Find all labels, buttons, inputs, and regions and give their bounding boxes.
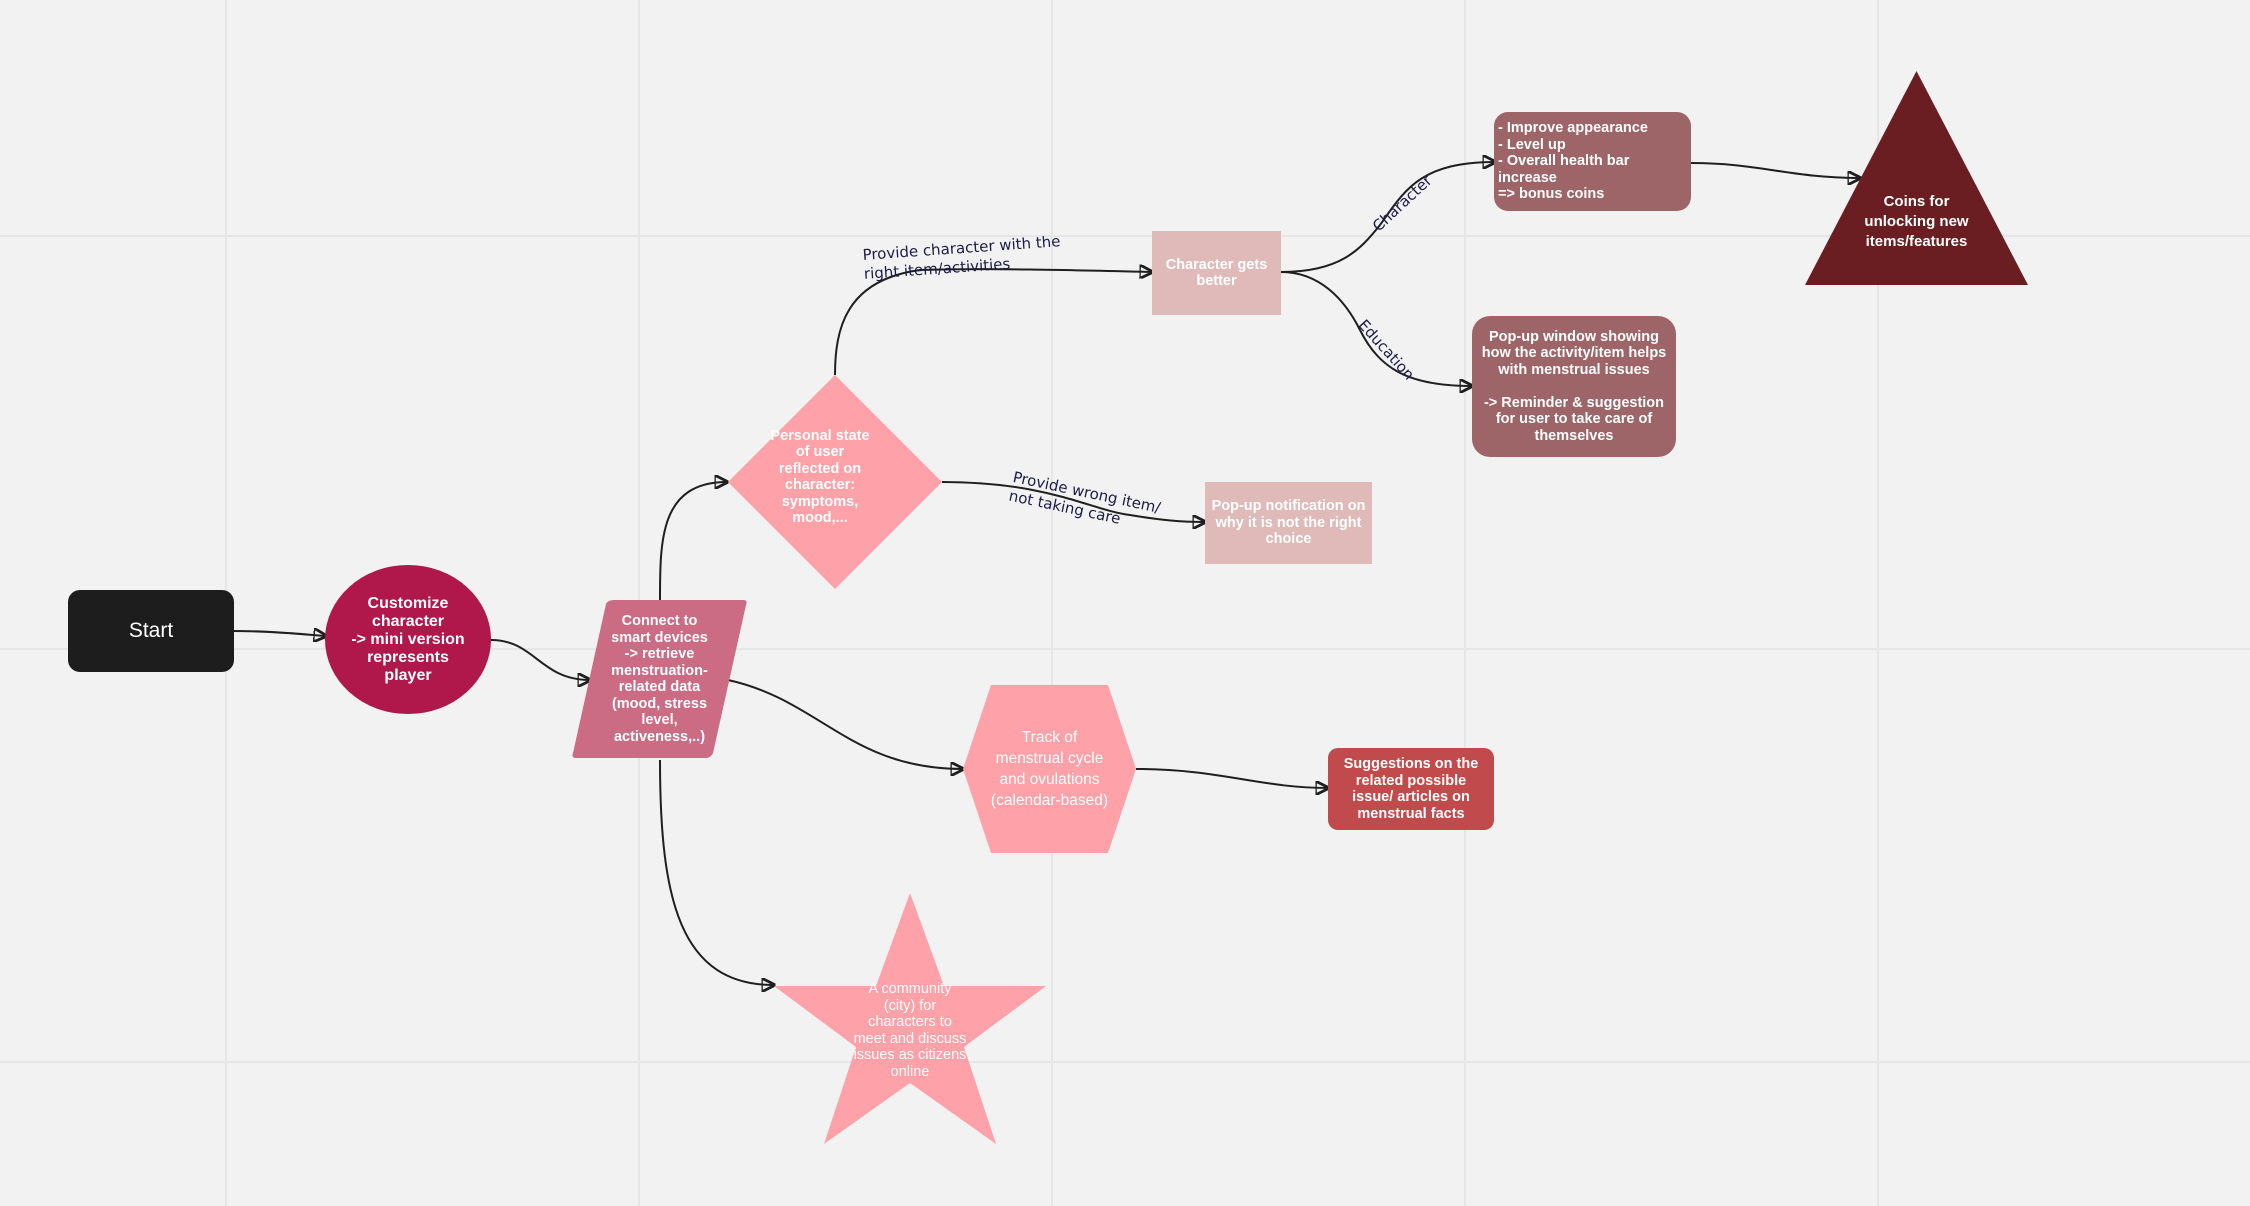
edge-personal-to-gets-better bbox=[834, 269, 1152, 376]
character-gets-better-node[interactable]: Character gets better bbox=[1152, 231, 1281, 315]
gets-better-rect bbox=[1152, 231, 1281, 315]
community-node[interactable]: A community (city) for characters to mee… bbox=[774, 893, 1046, 1144]
improve-shape bbox=[1494, 112, 1691, 211]
customize-character-node[interactable]: Customize character -> mini version repr… bbox=[325, 565, 491, 714]
track-cycle-node[interactable]: Track of menstrual cycle and ovulations … bbox=[963, 685, 1136, 853]
connect-shape bbox=[572, 600, 747, 758]
personal-shape bbox=[728, 375, 942, 589]
improve-appearance-node[interactable]: - Improve appearance - Level up - Overal… bbox=[1494, 112, 1691, 211]
community-shape bbox=[774, 893, 1046, 1144]
edge-improve-to-coins bbox=[1690, 162, 1860, 178]
start-rect bbox=[68, 590, 234, 672]
popup-window-shape bbox=[1472, 316, 1676, 457]
edge-connect-to-track bbox=[727, 679, 963, 769]
connect-parallelogram bbox=[572, 600, 747, 758]
gets-better-label: Character gets better bbox=[1165, 256, 1268, 290]
start-shape bbox=[68, 590, 234, 672]
edge-track-to-suggestions bbox=[1135, 768, 1328, 788]
edge-gets-better-to-improve bbox=[1280, 162, 1495, 273]
edge-personal-to-notification bbox=[941, 481, 1205, 522]
popup-window-node[interactable]: Pop-up window showing how the activity/i… bbox=[1472, 316, 1676, 457]
popup-notification-shape bbox=[1205, 482, 1372, 564]
edge-gets-better-to-popup bbox=[1280, 271, 1472, 386]
edge-customize-to-connect bbox=[490, 639, 590, 680]
start-node[interactable]: Start bbox=[68, 590, 234, 672]
edge-connect-to-personal bbox=[659, 482, 727, 601]
personal-diamond bbox=[728, 375, 942, 589]
track-hexagon bbox=[963, 685, 1136, 853]
improve-rect bbox=[1494, 112, 1691, 211]
gets-better-shape bbox=[1152, 231, 1281, 315]
start-label: Start bbox=[128, 618, 174, 642]
coins-node[interactable]: Coins for unlocking new items/features bbox=[1805, 71, 2028, 285]
track-shape bbox=[963, 685, 1136, 853]
suggestions-shape bbox=[1328, 748, 1494, 830]
coins-label: Coins for unlocking new items/features bbox=[1864, 193, 1969, 250]
popup-window-label: Pop-up window showing how the activity/i… bbox=[1481, 328, 1667, 444]
customize-ellipse bbox=[325, 565, 491, 714]
community-label: A community (city) for characters to mee… bbox=[853, 981, 967, 1080]
popup-notification-rect bbox=[1205, 482, 1372, 564]
suggestions-node[interactable]: Suggestions on the related possible issu… bbox=[1328, 748, 1494, 830]
connect-devices-node[interactable]: Connect to smart devices -> retrieve men… bbox=[572, 600, 747, 758]
personal-label: Personal state of user reflected on char… bbox=[770, 427, 870, 527]
customize-shape bbox=[325, 565, 491, 714]
popup-notification-node[interactable]: Pop-up notification on why it is not the… bbox=[1205, 482, 1372, 564]
customize-label: Customize character -> mini version repr… bbox=[351, 594, 465, 684]
community-star bbox=[774, 893, 1046, 1144]
personal-state-node[interactable]: Personal state of user reflected on char… bbox=[728, 375, 942, 589]
edge-connect-to-community bbox=[659, 759, 774, 985]
connect-label: Connect to smart devices -> retrieve men… bbox=[611, 613, 708, 745]
coins-triangle bbox=[1805, 71, 2028, 285]
coins-shape bbox=[1805, 71, 2028, 285]
popup-window-rect bbox=[1472, 316, 1676, 457]
suggestions-label: Suggestions on the related possible issu… bbox=[1343, 756, 1479, 822]
improve-label: - Improve appearance - Level up - Overal… bbox=[1498, 120, 1648, 203]
track-label: Track of menstrual cycle and ovulations … bbox=[990, 729, 1109, 809]
edge-start-to-customize bbox=[233, 631, 326, 636]
suggestions-rect bbox=[1328, 748, 1494, 830]
popup-notification-label: Pop-up notification on why it is not the… bbox=[1211, 498, 1366, 548]
